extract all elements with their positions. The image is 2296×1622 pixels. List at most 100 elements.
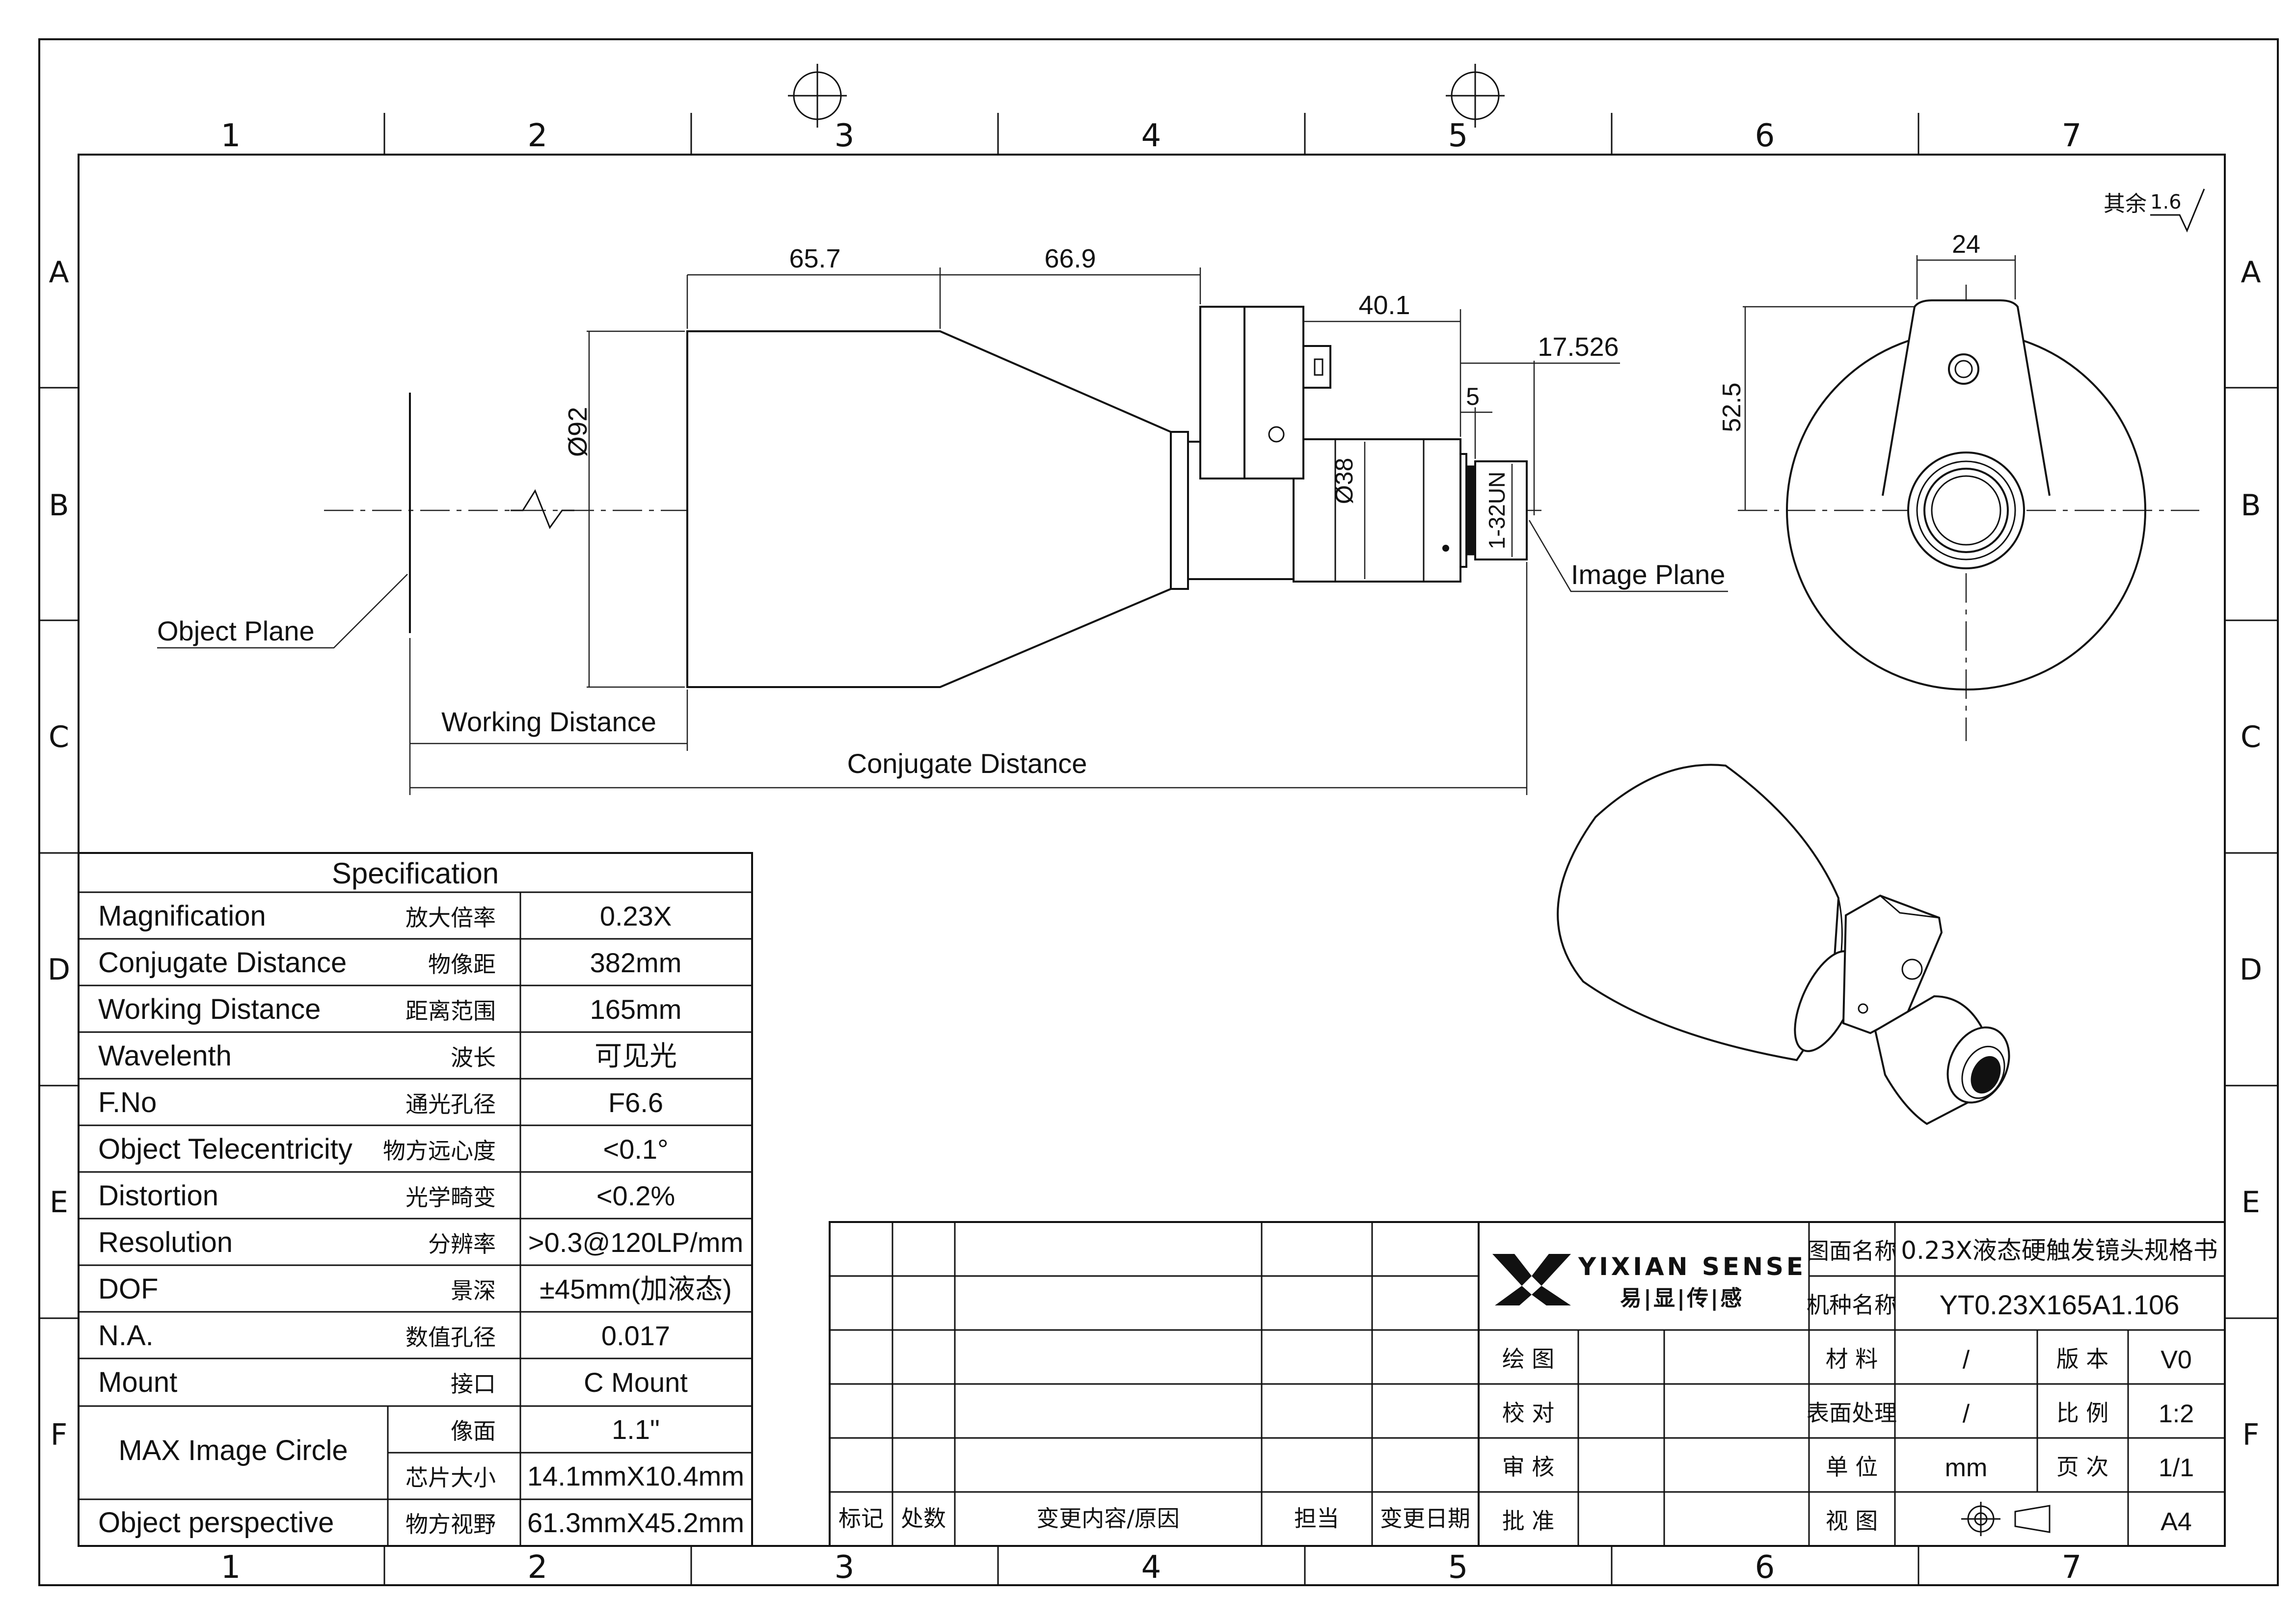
rev-header-owner: 担当	[1294, 1505, 1339, 1532]
sign-row-approve: 批 准	[1502, 1508, 1555, 1534]
logo-cn-text: 易|显|传|感	[1620, 1286, 1744, 1311]
rev-header-count: 处数	[901, 1505, 946, 1532]
grid-row-label-right: D	[2240, 953, 2262, 987]
rev-header-date: 变更日期	[1380, 1505, 1470, 1532]
grid-row-label-left: D	[48, 953, 70, 987]
spec-row-label: N.A.	[98, 1320, 154, 1352]
image-plane-label: Image Plane	[1571, 559, 1725, 590]
drawing-name: 0.23X液态硬触发镜头规格书	[1901, 1236, 2218, 1265]
dim-40-1: 40.1	[1358, 291, 1410, 320]
dim-17-526: 17.526	[1538, 332, 1619, 362]
spec-row-value: C Mount	[584, 1367, 688, 1398]
spec-row-label: Resolution	[98, 1226, 233, 1258]
spec-row-label: Mount	[98, 1366, 177, 1398]
sheet-size: A4	[2161, 1508, 2192, 1536]
grid-row-label-left: E	[50, 1185, 68, 1220]
material-label: 材 料	[1826, 1346, 1878, 1372]
sign-row-draw: 绘 图	[1502, 1346, 1555, 1372]
spec-object-perspective-value: 61.3mmX45.2mm	[527, 1507, 744, 1538]
grid-col-label-top: 5	[1448, 118, 1468, 154]
lens-isometric-view	[1557, 764, 2010, 1125]
spec-image-plane-value: 1.1"	[612, 1414, 660, 1445]
spec-row-value: 382mm	[590, 947, 682, 978]
spec-row-value: 165mm	[590, 994, 682, 1025]
drawing-name-label: 图面名称	[1807, 1238, 1897, 1264]
spec-row-value: 0.017	[601, 1320, 670, 1351]
grid-col-label-top: 2	[528, 118, 548, 154]
grid-col-label-bottom: 1	[221, 1549, 241, 1586]
spec-row-value: F6.6	[608, 1087, 663, 1118]
spec-row-cn-label: 距离范围	[405, 998, 496, 1024]
spec-chip-size-cn: 芯片大小	[405, 1464, 496, 1491]
spec-title: Specification	[332, 857, 499, 890]
unit-value: mm	[1945, 1454, 1988, 1482]
grid-row-label-left: F	[51, 1418, 68, 1452]
spec-row-value: ±45mm(加液态)	[540, 1274, 732, 1304]
scale-label: 比 例	[2056, 1400, 2109, 1426]
working-distance-label: Working Distance	[441, 706, 656, 737]
version-value: V0	[2161, 1346, 2192, 1374]
spec-object-perspective-label: Object perspective	[98, 1507, 334, 1539]
dim-dia-38: Ø38	[1330, 458, 1358, 505]
grid-col-label-top: 3	[835, 118, 855, 154]
surface-value: /	[1963, 1400, 1970, 1428]
spec-row-label: F.No	[98, 1087, 157, 1118]
registration-crosshair-icon	[788, 64, 847, 128]
spec-row-label: Working Distance	[98, 993, 321, 1025]
dim-5: 5	[1466, 383, 1480, 410]
grid-row-label-right: C	[2241, 720, 2261, 754]
spec-row-value: <0.1°	[603, 1134, 669, 1165]
spec-row-cn-label: 物方远心度	[383, 1138, 496, 1164]
dim-65-7: 65.7	[789, 244, 840, 273]
unit-label: 单 位	[1826, 1454, 1878, 1480]
grid-col-label-bottom: 7	[2062, 1549, 2082, 1586]
spec-row-cn-label: 景深	[451, 1277, 496, 1304]
spec-row-cn-label: 波长	[451, 1044, 496, 1071]
model-number: YT0.23X165A1.106	[1940, 1289, 2180, 1320]
spec-object-perspective-cn: 物方视野	[405, 1511, 496, 1538]
projection-symbol-icon	[1961, 1502, 2051, 1536]
grid-col-label-top: 4	[1141, 118, 1162, 154]
spec-max-image-circle-label: MAX Image Circle	[118, 1435, 348, 1466]
dim-66-9: 66.9	[1044, 244, 1096, 273]
spec-row-value: 0.23X	[600, 901, 672, 931]
spec-row-cn-label: 光学畸变	[405, 1184, 496, 1211]
revision-block: 标记 处数 变更内容/原因 担当 变更日期	[829, 1221, 1480, 1547]
page-label: 页 次	[2056, 1454, 2109, 1480]
rev-header-mark: 标记	[838, 1505, 884, 1532]
grid-col-label-bottom: 5	[1448, 1549, 1468, 1586]
outer-frame	[38, 38, 2279, 1586]
spec-row-value: >0.3@120LP/mm	[528, 1227, 743, 1258]
logo-text: YIXIAN SENSE	[1578, 1252, 1806, 1281]
grid-col-label-top: 1	[221, 118, 241, 154]
spec-row-cn-label: 数值孔径	[405, 1324, 496, 1351]
object-plane-label: Object Plane	[157, 615, 315, 646]
spec-row-label: Distortion	[98, 1180, 218, 1212]
lens-end-view: 24 52.5	[1718, 230, 2199, 741]
inner-frame	[78, 154, 2226, 1547]
logo-mark-icon	[1492, 1254, 1571, 1305]
grid-row-label-left: C	[49, 720, 69, 754]
spec-row-label: Conjugate Distance	[98, 947, 347, 979]
scale-value: 1:2	[2159, 1400, 2194, 1428]
title-block: YIXIAN SENSE 易|显|传|感 图面名称 0.23X液态硬触发镜头规格…	[1478, 1221, 2226, 1547]
spec-row-label: Object Telecentricity	[98, 1133, 352, 1165]
roughness-label: 其余	[2104, 191, 2147, 216]
spec-row-value: 可见光	[594, 1040, 677, 1071]
registration-crosshair-icon	[1446, 64, 1505, 128]
dim-thread: 1-32UN	[1484, 472, 1510, 550]
spec-row-label: DOF	[98, 1273, 158, 1305]
dim-52-5: 52.5	[1718, 382, 1746, 432]
dim-24: 24	[1952, 230, 1980, 259]
spec-chip-size-value: 14.1mmX10.4mm	[527, 1461, 744, 1491]
grid-row-label-right: E	[2242, 1185, 2260, 1220]
spec-image-plane-cn: 像面	[451, 1418, 496, 1444]
sign-row-check: 校 对	[1502, 1400, 1555, 1426]
rev-header-content: 变更内容/原因	[1036, 1505, 1180, 1532]
page-value: 1/1	[2159, 1454, 2194, 1482]
surface-label: 表面处理	[1807, 1400, 1897, 1426]
grid-row-label-right: B	[2241, 488, 2261, 523]
lens-side-view	[324, 306, 1541, 688]
